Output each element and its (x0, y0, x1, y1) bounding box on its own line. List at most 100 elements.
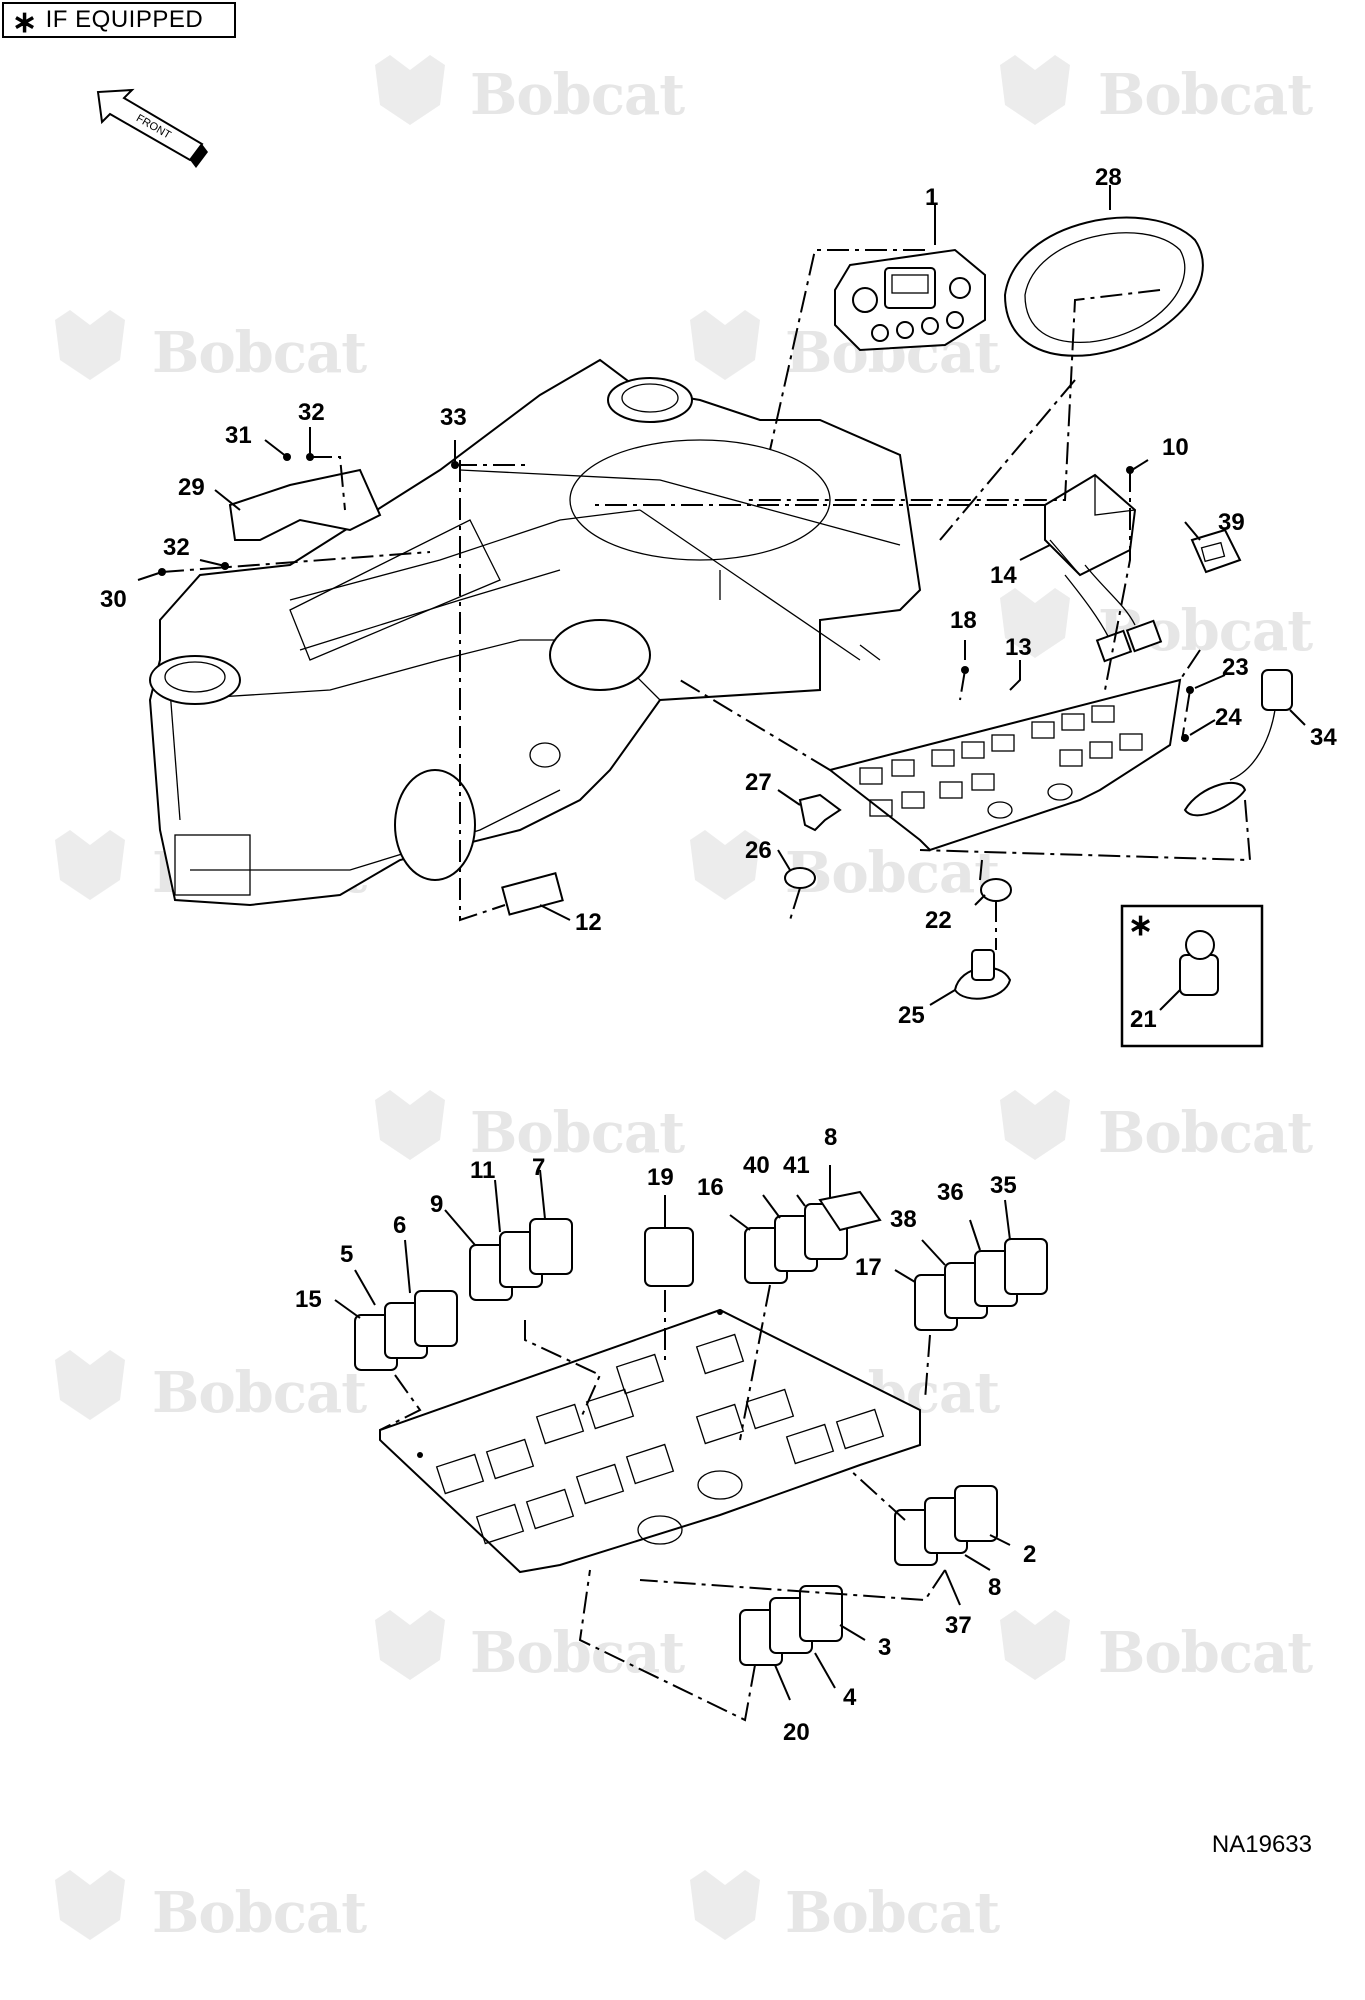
callout: 17 (855, 1254, 882, 1281)
grommet-22 (980, 878, 1012, 902)
asterisk-icon: ∗ (12, 6, 38, 39)
callout: 5 (340, 1241, 353, 1268)
bobcat-head-icon (375, 1610, 445, 1680)
callout: 21 (1130, 1006, 1157, 1033)
callout: 6 (393, 1212, 406, 1239)
bobcat-head-icon (55, 830, 125, 900)
switch-panel-upper (827, 678, 1182, 852)
assembly-lines-upper (137, 185, 1306, 1011)
instrument-panel (834, 248, 986, 352)
watermark: Bobcat (785, 1880, 1000, 1946)
callout: 33 (440, 404, 467, 431)
callout: 7 (532, 1154, 545, 1181)
callout: 41 (783, 1152, 810, 1179)
bobcat-head-icon (1000, 55, 1070, 125)
switch-group-20-4-3 (739, 1585, 843, 1666)
callout: 20 (783, 1719, 810, 1746)
callout: 27 (745, 769, 772, 796)
callout: 13 (1005, 634, 1032, 661)
callout: 4 (843, 1684, 857, 1711)
callout: 12 (575, 909, 602, 936)
callout: 14 (990, 562, 1017, 589)
callout: 1 (925, 184, 938, 211)
callout: 38 (890, 1206, 917, 1233)
callout: 31 (225, 422, 252, 449)
callout: 16 (697, 1174, 724, 1201)
bobcat-head-icon (55, 1870, 125, 1940)
watermark: Bobcat (470, 1620, 685, 1686)
bobcat-head-icon (55, 310, 125, 380)
callout: 40 (743, 1152, 770, 1179)
callout: 37 (945, 1612, 972, 1639)
callout: 34 (1310, 724, 1337, 751)
console-housing (148, 358, 922, 907)
bobcat-head-icon (1000, 588, 1070, 658)
callout: 32 (298, 399, 325, 426)
switch-group-16-40-41 (744, 1190, 882, 1284)
switch-group-17-38-36-35 (914, 1238, 1048, 1331)
grommet-26 (784, 867, 816, 889)
callout: 26 (745, 837, 772, 864)
watermark: Bobcat (470, 1100, 685, 1166)
optional-box (1120, 904, 1264, 1048)
front-arrow-icon: FRONT (96, 88, 208, 168)
control-module (1044, 473, 1163, 663)
callout: 9 (430, 1191, 443, 1218)
callout: 15 (295, 1286, 322, 1313)
bobcat-head-icon (1000, 1610, 1070, 1680)
switch-panel-lower (379, 1308, 921, 1574)
drawing-number: NA19633 (1211, 1831, 1312, 1858)
power-outlet (953, 949, 1012, 1000)
callout: 8 (824, 1124, 837, 1151)
assembly-lines-lower (334, 1165, 1011, 1722)
callout: 25 (898, 1002, 925, 1029)
key-switch (798, 793, 842, 832)
switch-blank (1190, 528, 1242, 574)
watermark: Bobcat (1098, 62, 1313, 128)
callout: 22 (925, 907, 952, 934)
bobcat-logo-watermarks (55, 55, 1070, 1940)
bobcat-head-icon (375, 55, 445, 125)
callout: 18 (950, 607, 977, 634)
callout: 23 (1222, 654, 1249, 681)
bobcat-head-icon (375, 1090, 445, 1160)
callout: 19 (647, 1164, 674, 1191)
callout: 36 (937, 1179, 964, 1206)
if-equipped-legend: ∗ IF EQUIPPED (2, 2, 236, 38)
callout: ∗ (1128, 909, 1153, 942)
callout: 8 (988, 1574, 1001, 1601)
mounting-bracket (228, 468, 382, 541)
switch-group-9-11-7 (469, 1218, 573, 1301)
switch-group-15-5-6 (354, 1290, 458, 1371)
callout: 32 (163, 534, 190, 561)
bobcat-head-icon (690, 310, 760, 380)
callout: 11 (470, 1157, 495, 1184)
watermark: Bobcat (1098, 1620, 1313, 1686)
watermark: Bobcat (152, 320, 367, 386)
switch-12 (501, 872, 564, 916)
callout: 39 (1218, 509, 1245, 536)
callout: 10 (1162, 434, 1189, 461)
callout: 30 (100, 586, 127, 613)
bobcat-head-icon (690, 1870, 760, 1940)
callout: 29 (178, 474, 205, 501)
connector-34 (1183, 669, 1293, 817)
watermark: Bobcat (152, 1360, 367, 1426)
watermark: Bobcat (1098, 1100, 1313, 1166)
bobcat-head-icon (1000, 1090, 1070, 1160)
legend-text: IF EQUIPPED (45, 6, 204, 33)
callout: 3 (878, 1634, 891, 1661)
callout-labels: 1 28 10 39 14 31 32 33 29 32 30 18 13 23… (100, 164, 1337, 1746)
callout: 28 (1095, 164, 1122, 191)
callout: 24 (1215, 704, 1242, 731)
bobcat-head-icon (55, 1350, 125, 1420)
callout: 2 (1023, 1541, 1036, 1568)
watermark: Bobcat (152, 1880, 367, 1946)
trim-ring (1003, 216, 1204, 357)
switch-19 (644, 1227, 694, 1287)
push-button-21 (1179, 930, 1219, 996)
bobcat-head-icon (690, 830, 760, 900)
watermark: Bobcat (470, 62, 685, 128)
